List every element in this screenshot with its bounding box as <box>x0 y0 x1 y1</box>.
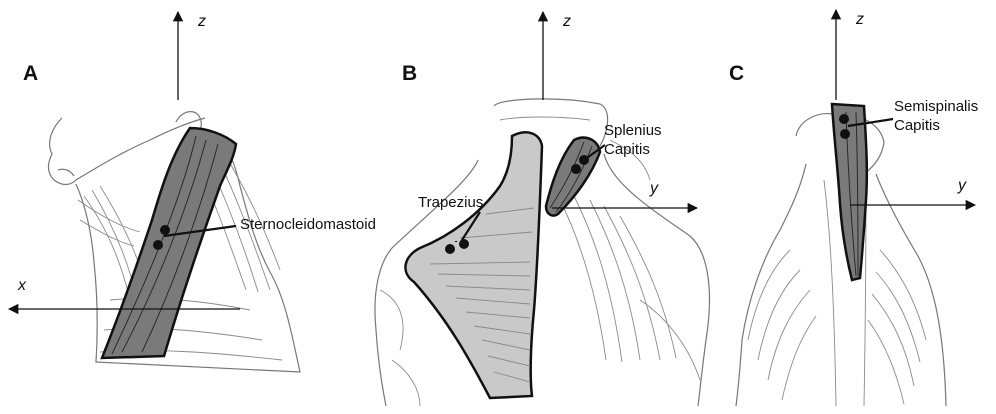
semispinalis-capitis-muscle <box>832 104 867 280</box>
z-axis-label: z <box>855 11 864 28</box>
semispinalis-label-line2: Capitis <box>894 117 940 134</box>
panel-letter-a: A <box>23 62 38 85</box>
attachment-point <box>840 129 850 139</box>
attachment-point <box>839 114 849 124</box>
semispinalis-label-line1: Semispinalis <box>894 98 978 115</box>
attachment-point <box>445 244 455 254</box>
attachment-point <box>571 164 581 174</box>
z-axis-label: z <box>197 13 206 30</box>
sternocleidomastoid-muscle <box>102 128 236 358</box>
panel-c: Semispinalis Capitis z y C <box>729 10 978 406</box>
trapezius-muscle <box>405 132 542 398</box>
panel-letter-b: B <box>402 62 417 85</box>
splenius-label-line2: Capitis <box>604 141 650 158</box>
attachment-point <box>153 240 163 250</box>
panel-b: Trapezius Splenius Capitis z y B <box>375 12 710 406</box>
attachment-point <box>160 225 170 235</box>
splenius-label-line1: Splenius <box>604 122 662 139</box>
sternocleidomastoid-label: Sternocleidomastoid <box>240 216 376 233</box>
y-axis-label: y <box>957 177 967 194</box>
panel-letter-c: C <box>729 62 744 85</box>
trapezius-label: Trapezius <box>418 194 483 211</box>
y-axis-label: y <box>649 180 659 197</box>
z-axis-label: z <box>562 13 571 30</box>
rib-lines <box>748 180 926 406</box>
panel-a: Sternocleidomastoid z x A <box>9 12 376 372</box>
x-axis-label: x <box>17 277 27 294</box>
attachment-point <box>459 239 469 249</box>
